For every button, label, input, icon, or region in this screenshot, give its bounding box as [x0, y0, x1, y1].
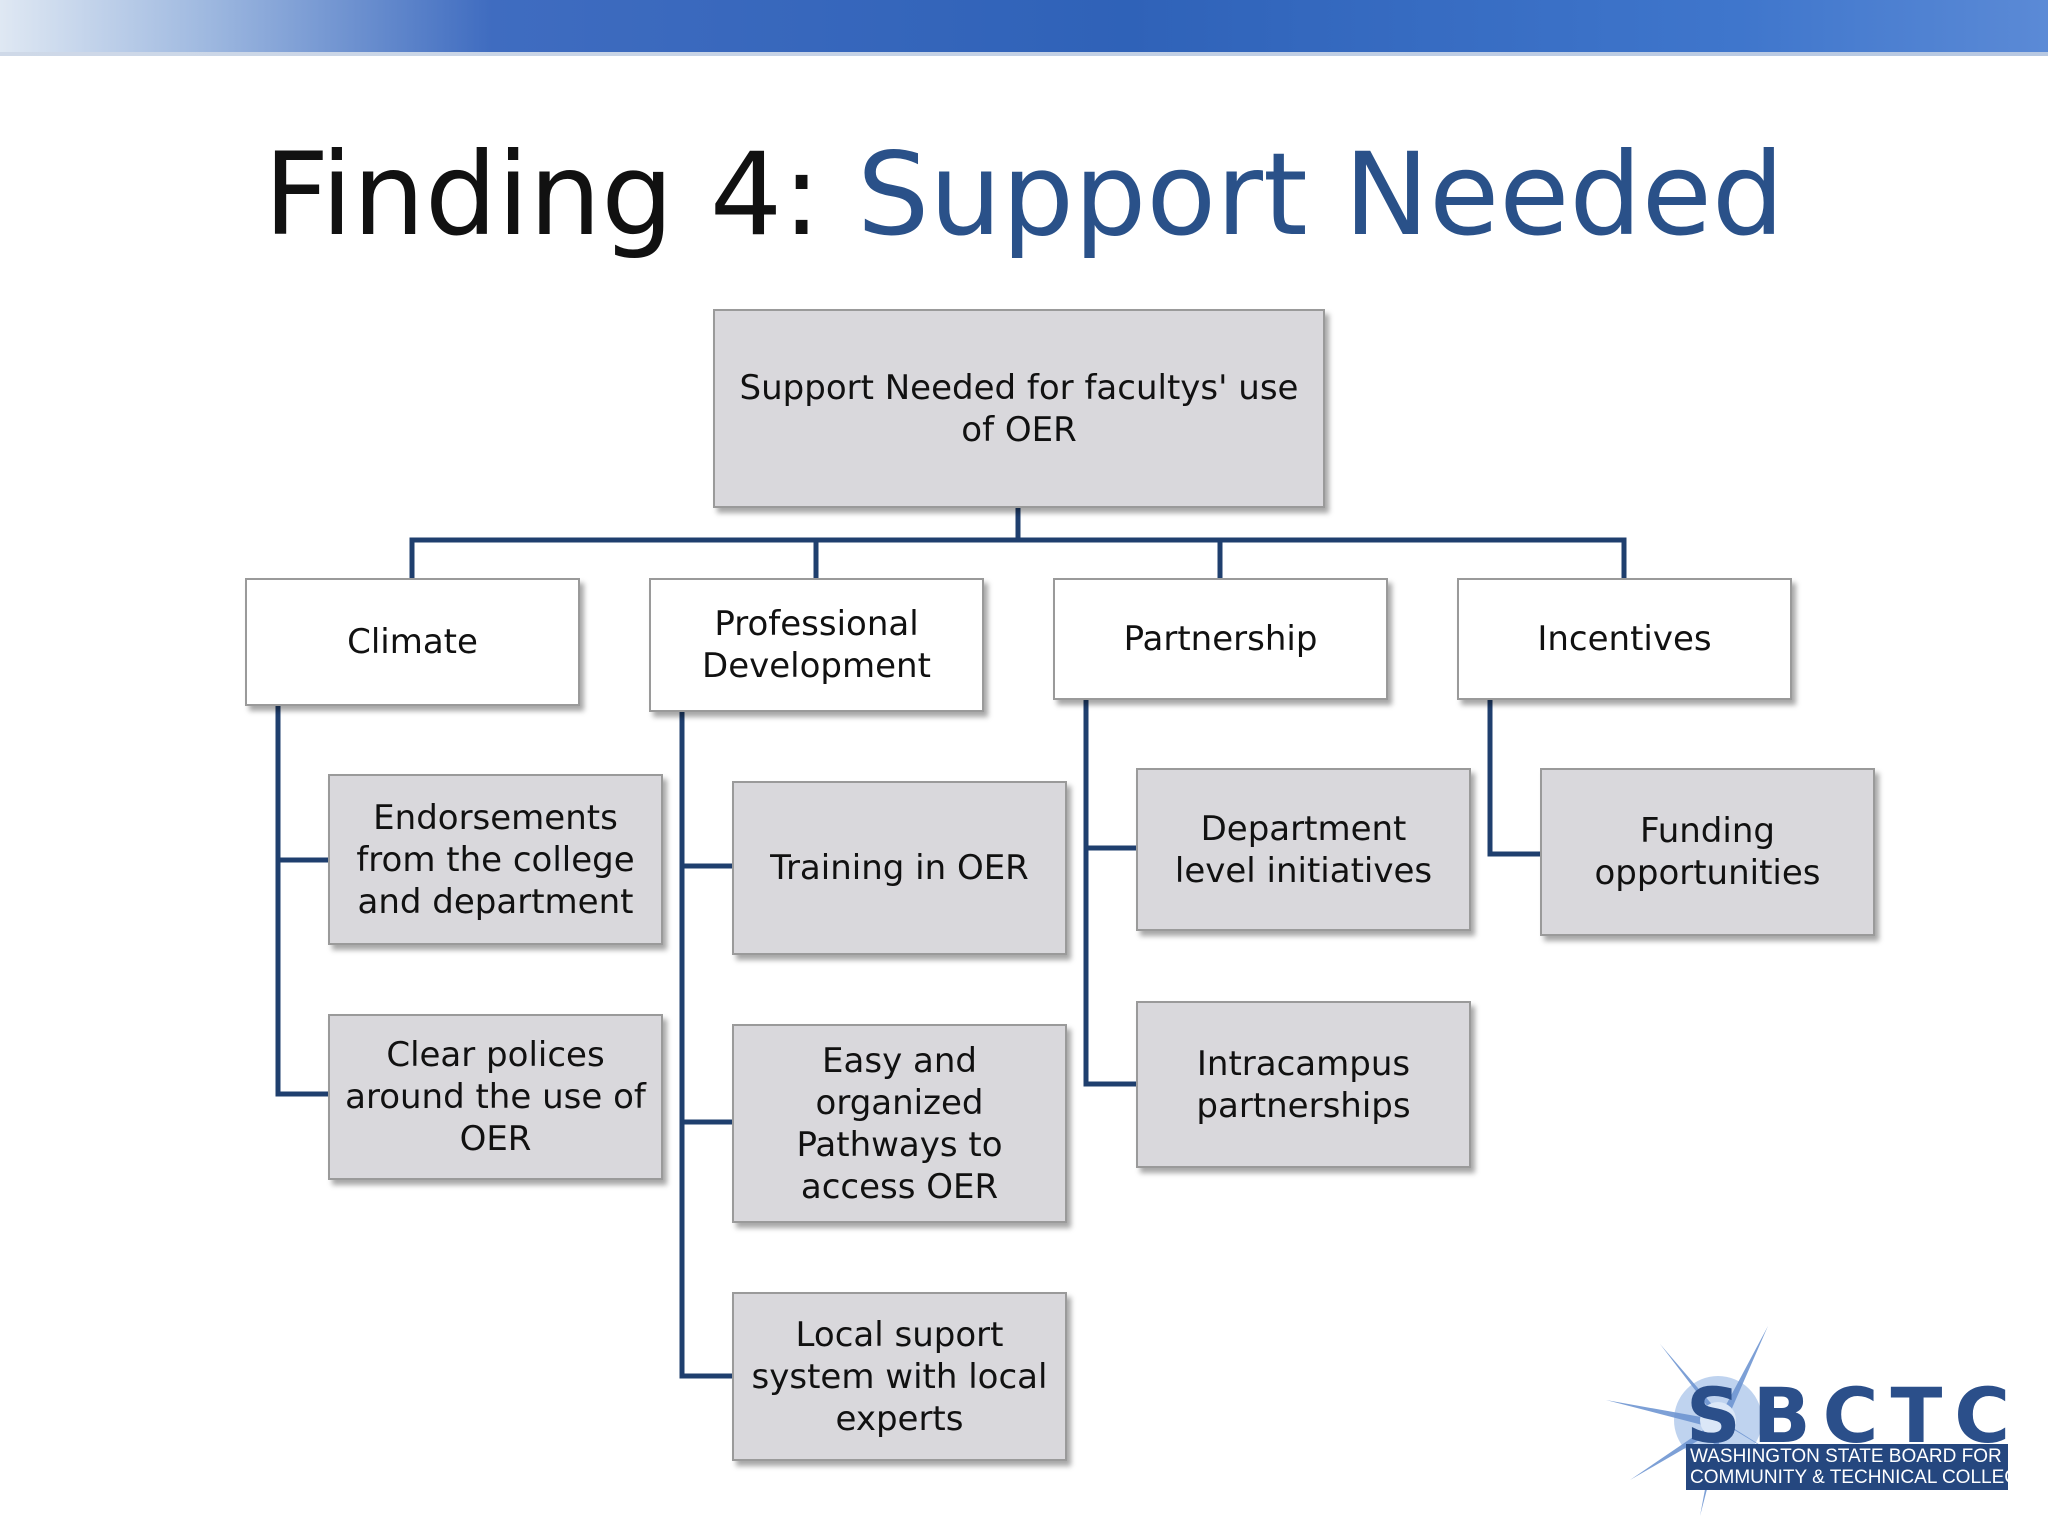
- root-label: Support Needed for facultys' use of OER: [739, 367, 1299, 450]
- category-professional-development: Professional Development: [649, 578, 984, 712]
- top-banner: [0, 0, 2048, 56]
- climate-item-endorsements: Endorsements from the college and depart…: [328, 774, 663, 945]
- partnership-item-intracampus-label: Intracampus partnerships: [1196, 1043, 1411, 1126]
- professional-development-item-local-support-label: Local suport system with local experts: [751, 1314, 1048, 1439]
- sbctc-logo: SBCTC WASHINGTON STATE BOARD FOR COMMUNI…: [1600, 1320, 2045, 1520]
- root-box: Support Needed for facultys' use of OER: [713, 309, 1325, 508]
- logo-tagline-line1: WASHINGTON STATE BOARD FOR: [1690, 1446, 2002, 1467]
- category-climate: Climate: [245, 578, 580, 706]
- incentives-item-funding-label: Funding opportunities: [1594, 811, 1821, 893]
- partnership-item-department-initiatives: Department level initiatives: [1136, 768, 1471, 931]
- professional-development-item-pathways-label: Easy and organized Pathways to access OE…: [796, 1040, 1003, 1207]
- partnership-item-intracampus: Intracampus partnerships: [1136, 1001, 1471, 1168]
- category-incentives: Incentives: [1457, 578, 1792, 700]
- professional-development-item-local-support: Local suport system with local experts: [732, 1292, 1067, 1461]
- title-accent: Support Needed: [856, 128, 1785, 261]
- title-prefix: Finding 4:: [263, 128, 857, 261]
- category-partnership-label: Partnership: [1123, 619, 1318, 659]
- category-professional-development-label: Professional Development: [702, 604, 931, 686]
- logo-tagline: WASHINGTON STATE BOARD FOR COMMUNITY & T…: [1686, 1444, 2045, 1490]
- professional-development-item-training: Training in OER: [732, 781, 1067, 955]
- category-climate-label: Climate: [347, 622, 478, 662]
- category-partnership: Partnership: [1053, 578, 1388, 700]
- climate-item-clear-policies: Clear polices around the use of OER: [328, 1014, 663, 1180]
- partnership-item-department-initiatives-label: Department level initiatives: [1174, 808, 1433, 891]
- logo-tagline-line2: COMMUNITY & TECHNICAL COLLEGES: [1690, 1467, 2045, 1488]
- slide-title: Finding 4: Support Needed: [0, 120, 2048, 270]
- incentives-item-funding: Funding opportunities: [1540, 768, 1875, 936]
- starburst-icon: [1606, 1326, 1800, 1516]
- climate-item-clear-policies-label: Clear polices around the use of OER: [345, 1035, 646, 1159]
- category-incentives-label: Incentives: [1537, 619, 1712, 659]
- top-banner-edge: [0, 52, 2048, 56]
- climate-item-endorsements-label: Endorsements from the college and depart…: [356, 797, 635, 922]
- professional-development-item-training-label: Training in OER: [770, 848, 1029, 888]
- professional-development-item-pathways: Easy and organized Pathways to access OE…: [732, 1024, 1067, 1223]
